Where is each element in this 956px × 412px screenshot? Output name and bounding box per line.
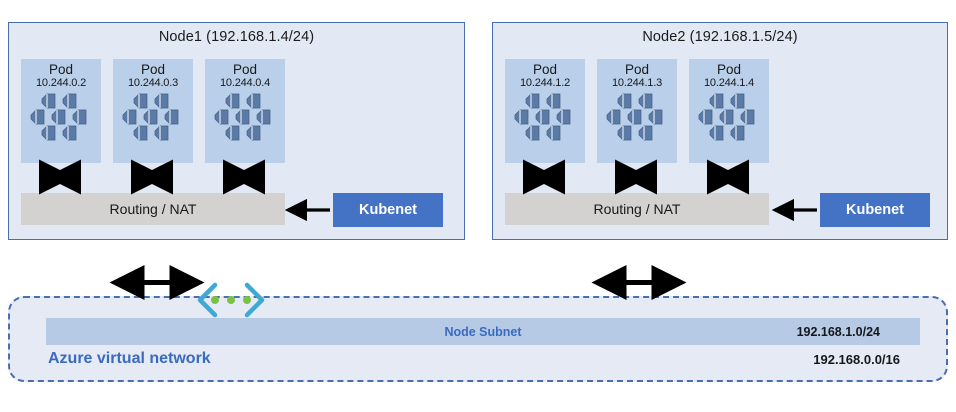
pod-ip: 10.244.1.3: [612, 77, 662, 90]
azure-virtual-network-container: Node Subnet 192.168.1.0/24 Azure virtual…: [8, 296, 948, 382]
pod-ip: 10.244.1.4: [704, 77, 754, 90]
azure-virtual-network-cidr: 192.168.0.0/16: [813, 352, 900, 367]
routing-nat-label: Routing / NAT: [593, 201, 681, 217]
pod-card-node1-1: Pod 10.244.0.2: [21, 59, 101, 163]
node-subnet-label: Node Subnet: [444, 324, 522, 339]
pod-card-node1-2: Pod 10.244.0.3: [113, 59, 193, 163]
kubenet-label: Kubenet: [846, 202, 904, 218]
pod-cluster-icon: [698, 93, 755, 141]
pod-label: Pod: [48, 62, 74, 77]
pod-ip: 10.244.0.3: [128, 77, 178, 90]
pod-card-node2-1: Pod 10.244.1.2: [505, 59, 585, 163]
azure-virtual-network-label: Azure virtual network: [48, 350, 211, 367]
node-subnet-cidr: 192.168.1.0/24: [796, 324, 880, 339]
pod-cluster-icon: [214, 93, 271, 141]
pod-label: Pod: [232, 62, 258, 77]
pod-ip: 10.244.0.2: [36, 77, 86, 90]
pod-card-node1-3: Pod 10.244.0.4: [205, 59, 285, 163]
pod-ip: 10.244.0.4: [220, 77, 270, 90]
pod-label: Pod: [140, 62, 166, 77]
pod-label: Pod: [532, 62, 558, 77]
kubenet-box-node1[interactable]: Kubenet: [333, 193, 443, 227]
routing-nat-bar-node1: Routing / NAT: [21, 193, 285, 225]
pod-cluster-icon: [30, 93, 87, 141]
kubenet-label: Kubenet: [359, 202, 417, 218]
pod-label: Pod: [716, 62, 742, 77]
pod-label: Pod: [624, 62, 650, 77]
node-subnet-bar: Node Subnet 192.168.1.0/24: [46, 318, 920, 345]
node-title-node2: Node2 (192.168.1.5/24): [642, 29, 798, 45]
pod-card-node2-3: Pod 10.244.1.4: [689, 59, 769, 163]
pod-cluster-icon: [606, 93, 663, 141]
pod-ip: 10.244.1.2: [520, 77, 570, 90]
node-container-node1: Node1 (192.168.1.4/24) Pod 10.244.0.2 Po…: [8, 22, 465, 240]
routing-nat-bar-node2: Routing / NAT: [505, 193, 769, 225]
routing-nat-label: Routing / NAT: [109, 201, 197, 217]
kubenet-box-node2[interactable]: Kubenet: [820, 193, 930, 227]
node-title-node1: Node1 (192.168.1.4/24): [158, 29, 315, 45]
pod-cluster-icon: [122, 93, 179, 141]
pod-card-node2-2: Pod 10.244.1.3: [597, 59, 677, 163]
pod-cluster-icon: [514, 93, 571, 141]
